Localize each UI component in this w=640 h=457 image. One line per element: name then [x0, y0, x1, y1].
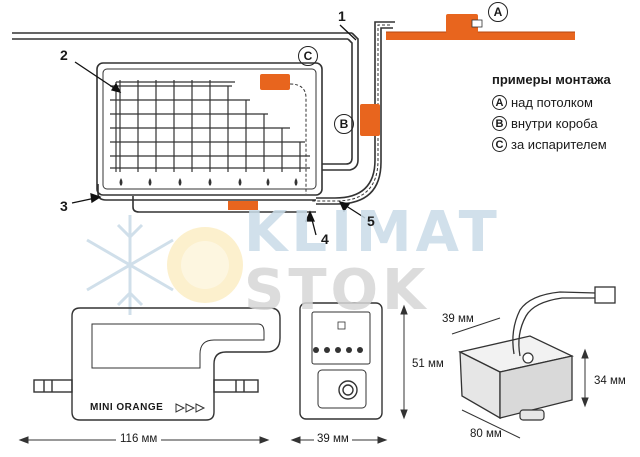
label-number-1: 1: [338, 8, 346, 24]
dim-length-side: 116 мм: [116, 433, 162, 445]
dim-box-width: 39 мм: [442, 313, 474, 325]
cable-connector: [594, 286, 616, 304]
mark-b: B: [334, 114, 354, 134]
ceiling-structure: [12, 32, 359, 171]
evaporator-housing: [96, 62, 323, 196]
legend-mark-c: C: [492, 137, 507, 152]
pump-side-view: [33, 307, 281, 421]
leader-lines: [71, 24, 366, 236]
watermark-line2: STOK: [244, 258, 430, 323]
legend: примеры монтажа A над потолком B внутри …: [492, 72, 636, 152]
legend-item-c: C за испарителем: [492, 137, 636, 152]
legend-title: примеры монтажа: [492, 72, 611, 87]
pump-front-view: [299, 302, 383, 420]
legend-item-a: A над потолком: [492, 95, 636, 110]
sun-watermark-icon: [167, 227, 243, 303]
watermark-line1: KLIMAT: [244, 200, 501, 265]
dim-height-front: 51 мм: [412, 358, 444, 370]
legend-text-a: над потолком: [511, 95, 593, 110]
drain-tube-path: [316, 21, 395, 205]
label-number-5: 5: [367, 213, 375, 229]
pump-3d-view: [458, 335, 574, 420]
pump-a-body: [446, 14, 478, 33]
legend-item-b: B внутри короба: [492, 116, 636, 131]
label-number-3: 3: [60, 198, 68, 214]
evaporator-coil: [110, 80, 310, 172]
legend-text-c: за испарителем: [511, 137, 607, 152]
arrow-marks-icon: [175, 403, 206, 413]
led-indicators: [313, 347, 363, 353]
pump-brand-text: MINI ORANGE: [90, 402, 164, 413]
pump-cable: [512, 291, 597, 357]
mark-c: C: [298, 46, 318, 66]
mark-a: A: [488, 2, 508, 22]
pump-b-body: [360, 104, 380, 136]
pump-c-body: [260, 74, 290, 90]
snowflake-watermark-icon: [86, 215, 174, 315]
dim-width-front: 39 мм: [314, 433, 352, 445]
drain-tray: [97, 184, 316, 213]
legend-mark-a: A: [492, 95, 507, 110]
drain-pipe-top: [386, 32, 575, 40]
legend-mark-b: B: [492, 116, 507, 131]
dim-box-length: 80 мм: [470, 428, 502, 440]
legend-text-b: внутри короба: [511, 116, 598, 131]
label-number-2: 2: [60, 47, 68, 63]
condensate-drops: [119, 178, 298, 186]
label-number-4: 4: [321, 231, 329, 247]
dim-box-height: 34 мм: [594, 375, 626, 387]
pump-tray-body: [228, 201, 258, 210]
